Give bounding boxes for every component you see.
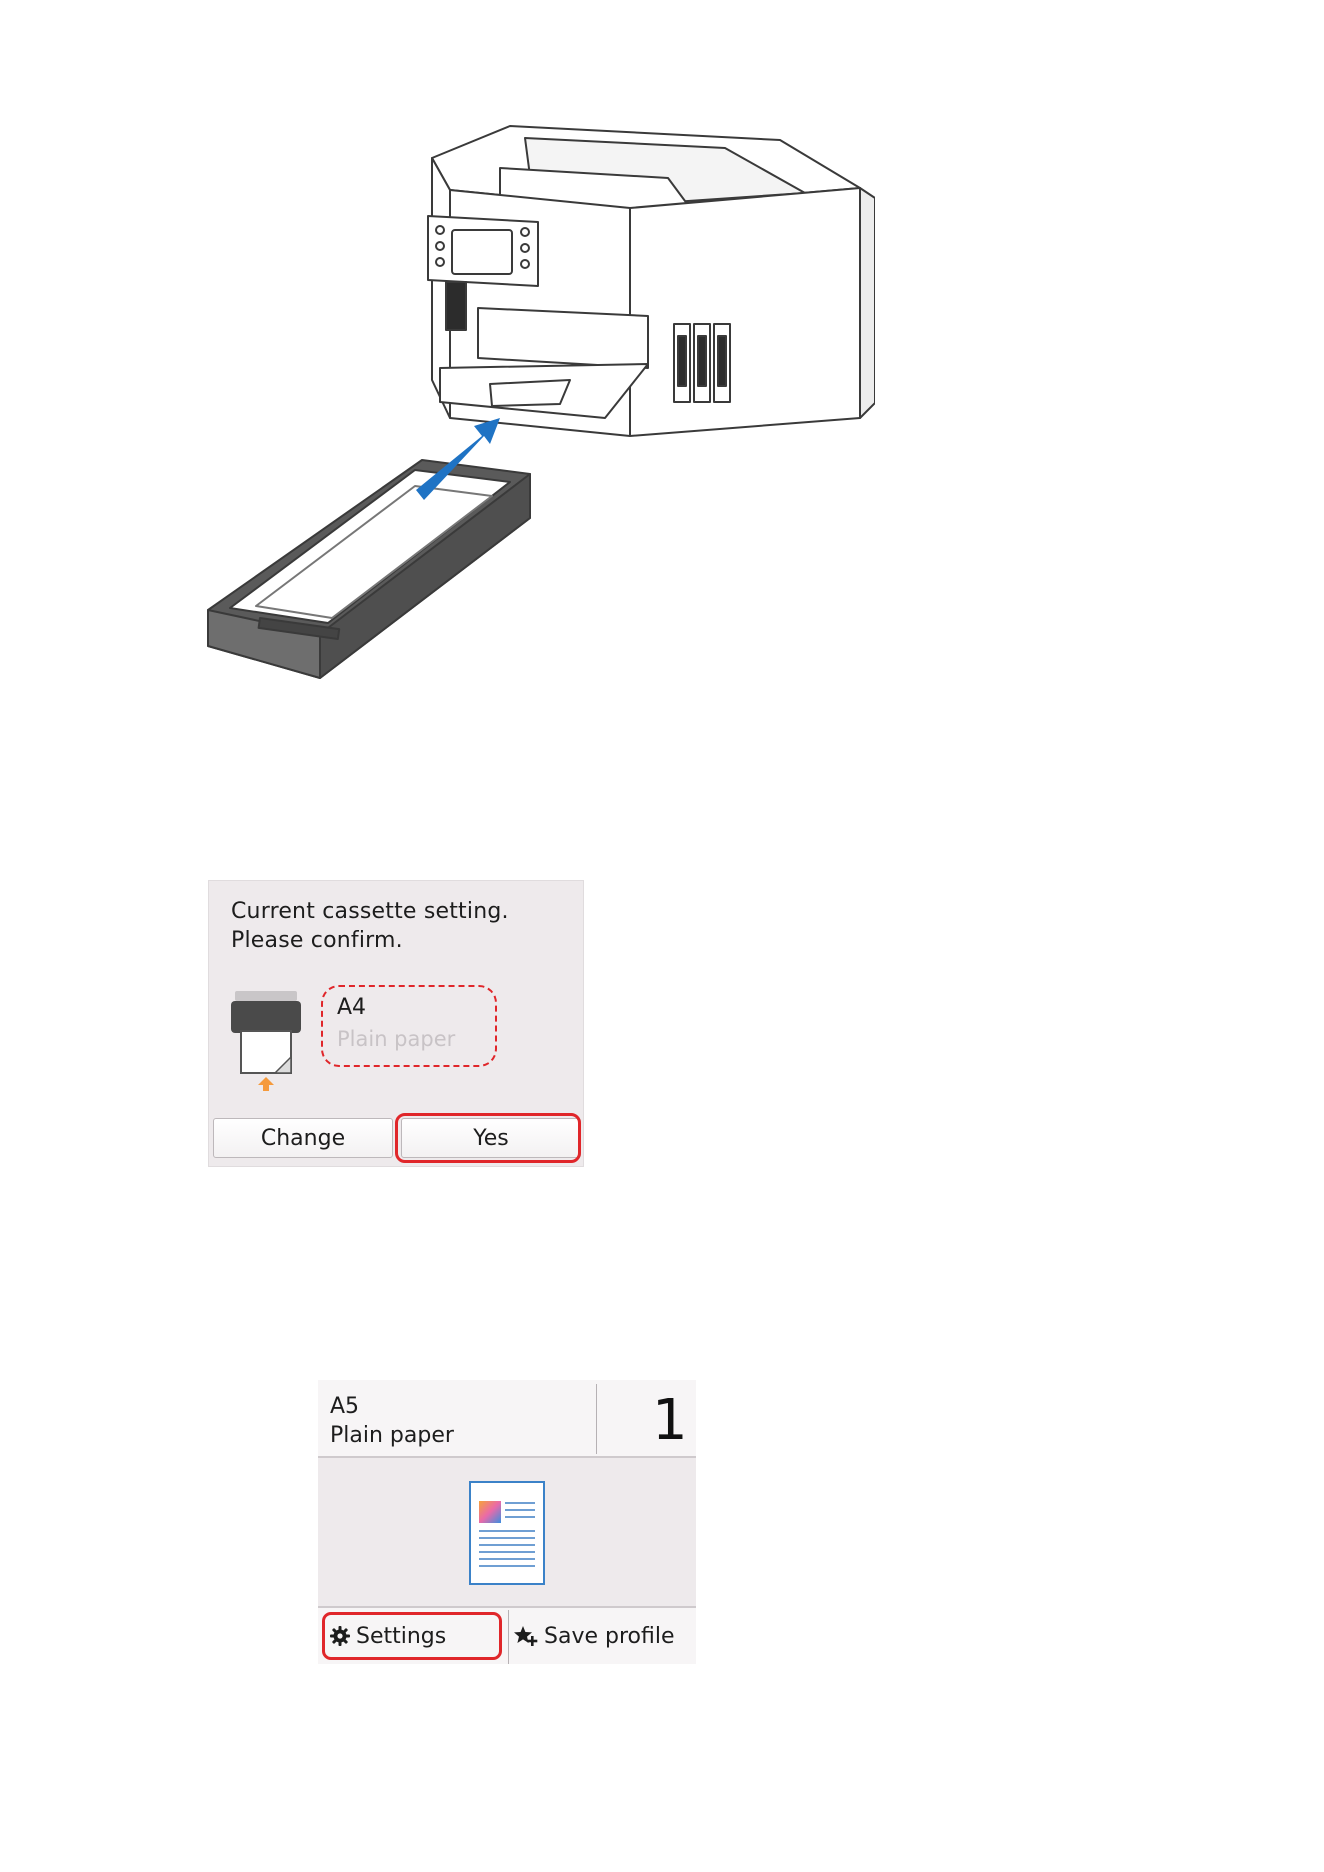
cassette-confirm-screen: Current cassette setting. Please confirm… <box>208 880 584 1167</box>
document-preview-icon <box>469 1481 545 1585</box>
settings-button-highlight <box>322 1612 502 1660</box>
cassette-paper-size: A4 <box>337 995 366 1020</box>
copy-paper-type: Plain paper <box>330 1423 454 1448</box>
printer-cassette-illustration <box>200 118 875 701</box>
save-profile-label: Save profile <box>544 1624 675 1649</box>
copy-paper-size: A5 <box>330 1394 359 1419</box>
confirm-message-line2: Please confirm. <box>231 928 403 953</box>
copy-standby-screen: A5 Plain paper 1 <box>318 1380 696 1664</box>
cassette-paper-type: Plain paper <box>337 1027 455 1051</box>
toolbar-divider <box>508 1610 509 1664</box>
save-profile-button[interactable]: Save profile <box>514 1610 694 1662</box>
change-button[interactable]: Change <box>213 1118 393 1158</box>
star-plus-icon <box>514 1625 538 1647</box>
cassette-printer-icon <box>231 989 301 1091</box>
confirm-message-line1: Current cassette setting. <box>231 899 509 924</box>
copy-count[interactable]: 1 <box>652 1388 688 1453</box>
header-divider <box>596 1384 597 1454</box>
yes-button-highlight <box>395 1113 581 1163</box>
